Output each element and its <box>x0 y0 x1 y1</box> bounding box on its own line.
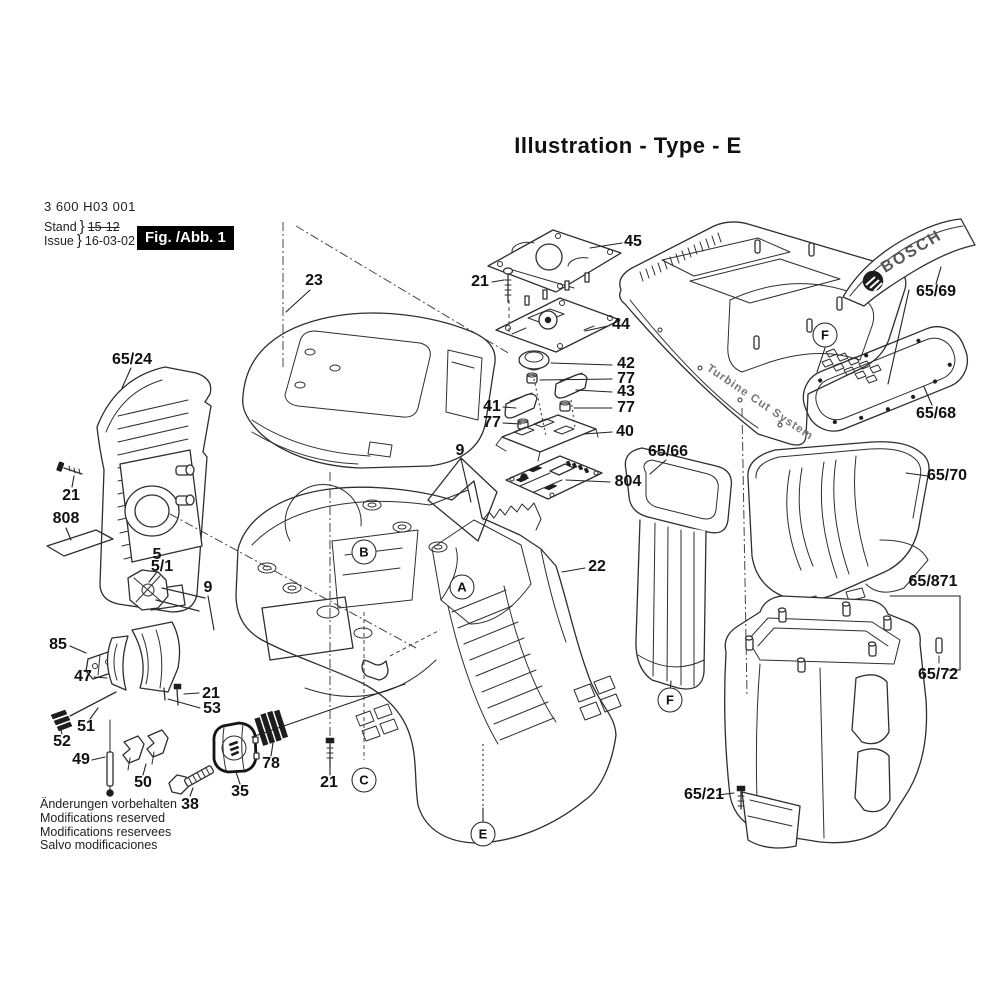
part-number: 3 600 H03 001 <box>44 199 136 214</box>
construction-lines <box>169 222 910 806</box>
stand-value: 15-12 <box>87 220 120 234</box>
part-label-9: 9 <box>455 442 465 459</box>
part-main-body <box>235 457 622 844</box>
part-45-plate <box>487 229 622 306</box>
part-label-78: 78 <box>262 755 280 772</box>
part-label-23: 23 <box>305 272 323 289</box>
part-label-41: 41 <box>483 398 501 415</box>
part-label-65-24: 65/24 <box>111 351 153 368</box>
page-title: Illustration - Type - E <box>514 133 742 158</box>
part-label-40: 40 <box>616 423 634 440</box>
footer-line: Änderungen vorbehalten <box>40 797 177 811</box>
part-label-77: 77 <box>617 370 635 387</box>
part-label-50: 50 <box>134 774 152 791</box>
ref-letter-B: B <box>351 539 377 565</box>
header-block: 3 600 H03 001 Stand } 15-12 Issue } 16-0… <box>44 199 136 249</box>
part-65-68-lid <box>802 326 968 432</box>
footer-line: Salvo modificaciones <box>40 838 158 853</box>
part-label-38: 38 <box>181 796 199 813</box>
part-label-51: 51 <box>77 718 95 735</box>
part-top-housing-f: Turbine Cut System <box>619 221 907 446</box>
small-parts-cluster <box>50 621 335 797</box>
stand-line: Stand } 15-12 <box>44 218 136 235</box>
brace: } <box>79 218 85 235</box>
part-42-button <box>518 350 550 371</box>
part-77-nut-b <box>559 400 571 412</box>
part-23-top-cover <box>242 312 496 469</box>
part-65-72-pin <box>935 637 943 664</box>
brace: } <box>76 232 82 249</box>
issue-line: Issue } 16-03-02 <box>44 232 136 249</box>
part-label-43: 43 <box>617 383 635 400</box>
part-label-47: 47 <box>74 668 92 685</box>
issue-value: 16-03-02 <box>84 234 135 248</box>
part-44-plate <box>495 297 621 353</box>
part-65-21-screw <box>736 785 746 810</box>
part-label-65-871: 65/871 <box>908 573 958 590</box>
issue-label: Issue <box>44 234 74 248</box>
part-label-65-70: 65/70 <box>926 467 968 484</box>
footer-line: Modifications reserved <box>40 810 166 825</box>
part-label-85: 85 <box>49 636 67 653</box>
ref-letter-A: A <box>449 574 475 600</box>
ref-letter-F: F <box>812 322 838 348</box>
part-804-pcb <box>505 455 603 500</box>
part-label-53: 53 <box>203 700 221 717</box>
part-40-switch-plate <box>495 414 599 462</box>
part-label-52: 52 <box>53 733 71 750</box>
part-65-871-collector-box <box>724 595 928 849</box>
footer-line: Modifications reservees <box>40 824 172 839</box>
part-label-77: 77 <box>483 414 501 431</box>
part-label-5: 5 <box>152 546 162 563</box>
part-label-49: 49 <box>72 751 90 768</box>
leader-lines <box>59 242 961 823</box>
part-label-35: 35 <box>231 783 249 800</box>
part-label-65-21: 65/21 <box>683 786 725 803</box>
part-label-44: 44 <box>612 316 630 333</box>
part-label-5-1: 5/1 <box>150 558 174 575</box>
part-43-key <box>554 372 588 399</box>
part-77-nut-a <box>526 372 538 384</box>
part-77-nut-c <box>517 418 529 430</box>
ref-letter-E: E <box>470 821 496 847</box>
stand-label: Stand <box>44 220 77 234</box>
part-label-45: 45 <box>624 233 642 250</box>
part-41-key <box>504 392 538 419</box>
part-label-77: 77 <box>617 399 635 416</box>
part-808-label-sticker <box>46 529 114 557</box>
part-label-42: 42 <box>617 355 635 372</box>
part-label-9: 9 <box>203 579 213 596</box>
part-65-70-basket <box>747 441 930 610</box>
part-5-power-plug <box>127 569 206 612</box>
part-label-804: 804 <box>614 473 642 490</box>
part-label-21: 21 <box>471 273 489 290</box>
part-label-65-66: 65/66 <box>647 443 689 460</box>
part-label-65-72: 65/72 <box>917 666 959 683</box>
ref-letter-F: F <box>657 687 683 713</box>
part-label-21: 21 <box>202 685 220 702</box>
part-label-21: 21 <box>320 774 338 791</box>
part-21-screw-top <box>502 267 514 303</box>
part-21-screw-left <box>56 461 83 475</box>
part-label-21: 21 <box>62 487 80 504</box>
part-label-808: 808 <box>52 510 80 527</box>
part-label-65-69: 65/69 <box>915 283 957 300</box>
fig-number-badge: Fig. /Abb. 1 <box>137 226 234 250</box>
ref-letter-C: C <box>351 767 377 793</box>
part-label-65-68: 65/68 <box>915 405 957 422</box>
part-65-66-pusher <box>624 447 733 690</box>
part-label-22: 22 <box>588 558 606 575</box>
